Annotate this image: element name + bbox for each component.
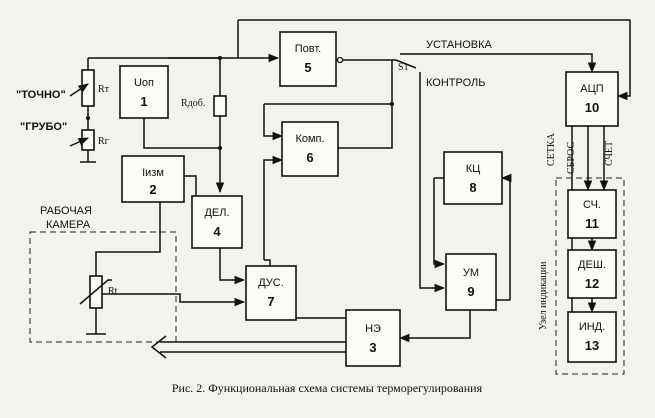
label-setka: СЕТКА: [546, 132, 557, 166]
wire-izm-to-del: [184, 175, 197, 196]
block-ne-name: НЭ: [365, 323, 381, 335]
label-chamber-2: КАМЕРА: [46, 219, 91, 231]
block-um-name: УМ: [463, 267, 479, 279]
block-izm: Iизм 2: [121, 155, 185, 203]
potentiometer-fine: [81, 69, 95, 107]
block-del-name: ДЕЛ.: [204, 207, 229, 219]
block-ind-name: ИНД.: [579, 321, 605, 333]
wire-kc-loop-left: [433, 178, 446, 269]
block-del-num: 4: [213, 224, 221, 239]
label-sbros: СБРОС: [566, 142, 577, 174]
label-indication-node: Узел индикации: [538, 261, 549, 330]
label-switch-s1: S1: [398, 62, 409, 73]
block-del: ДЕЛ. 4: [191, 195, 243, 249]
block-dus-name: ДУС.: [258, 277, 284, 289]
block-acp-name: АЦП: [580, 83, 603, 95]
wire-top-frame: [237, 19, 631, 96]
wire-kc-loop-right: [496, 173, 512, 301]
block-um-num: 9: [467, 284, 474, 299]
block-ind-num: 13: [585, 338, 599, 353]
wire-s1-to-komp: [338, 60, 393, 149]
label-grubo: "ГРУБО": [20, 121, 67, 133]
indication-node-region: [555, 177, 625, 375]
arrow-heat: [150, 335, 167, 359]
wire-komp-in-top: [263, 104, 284, 141]
label-tochno: "ТОЧНО": [16, 89, 66, 101]
block-kc-name: КЦ: [466, 163, 481, 175]
block-kc: КЦ 8: [443, 151, 503, 205]
block-sch-num: 11: [585, 216, 599, 231]
block-povt-name: Повт.: [295, 43, 322, 55]
wire-izm-to-dus: [95, 200, 161, 276]
block-dus-num: 7: [267, 294, 274, 309]
block-komp: Комп. 6: [281, 121, 339, 177]
block-ne: НЭ 3: [345, 309, 401, 367]
sensor-rt: [89, 275, 103, 309]
block-acp-num: 10: [585, 100, 599, 115]
wire-um-to-ne: [398, 310, 471, 343]
block-komp-num: 6: [306, 150, 313, 165]
block-ne-num: 3: [369, 340, 376, 355]
label-ustanovka: УСТАНОВКА: [426, 39, 493, 51]
wire-kontrol: [419, 72, 446, 293]
block-um: УМ 9: [445, 253, 497, 311]
switch-s1: [395, 59, 417, 69]
wire-uop-to-rdob: [168, 57, 221, 96]
block-acp: АЦП 10: [565, 71, 619, 127]
wire-uop-bottom: [143, 118, 220, 149]
block-desh-num: 12: [585, 276, 599, 291]
label-rdob: Rдоб.: [181, 98, 205, 109]
block-uop-num: 1: [140, 94, 147, 109]
figure-caption: Рис. 2. Функциональная схема системы тер…: [172, 381, 483, 395]
block-povt-num: 5: [304, 60, 311, 75]
label-schet: СЧЕТ: [604, 141, 615, 166]
label-rt-sensor: Rt: [108, 286, 118, 297]
block-izm-num: 2: [149, 182, 156, 197]
label-rt-pot: Rт: [98, 84, 110, 95]
block-uop-name: Uоп: [134, 77, 154, 89]
block-izm-name: Iизм: [142, 167, 164, 179]
wire-komp-in-bottom: [263, 155, 284, 260]
block-sch-name: СЧ.: [583, 199, 601, 211]
block-komp-name: Комп.: [295, 133, 324, 145]
label-rg-pot: Rг: [98, 136, 109, 147]
block-povt: Повт. 5: [279, 31, 337, 87]
block-uop: Uоп 1: [119, 65, 169, 119]
wire-del-to-dus: [219, 248, 246, 285]
block-sch: СЧ. 11: [567, 189, 617, 239]
block-desh: ДЕШ. 12: [567, 249, 617, 299]
label-chamber-1: РАБОЧАЯ: [40, 205, 92, 217]
block-dus: ДУС. 7: [245, 265, 297, 321]
block-ind: ИНД. 13: [567, 311, 617, 363]
wire-ustanovka: [400, 53, 597, 74]
block-desh-name: ДЕШ.: [578, 259, 606, 271]
label-kontrol: КОНТРОЛЬ: [426, 77, 485, 89]
wire-rt-loop: [95, 294, 244, 334]
resistor-rdob: [213, 95, 227, 117]
block-kc-num: 8: [469, 180, 476, 195]
working-chamber-region: [29, 231, 177, 343]
